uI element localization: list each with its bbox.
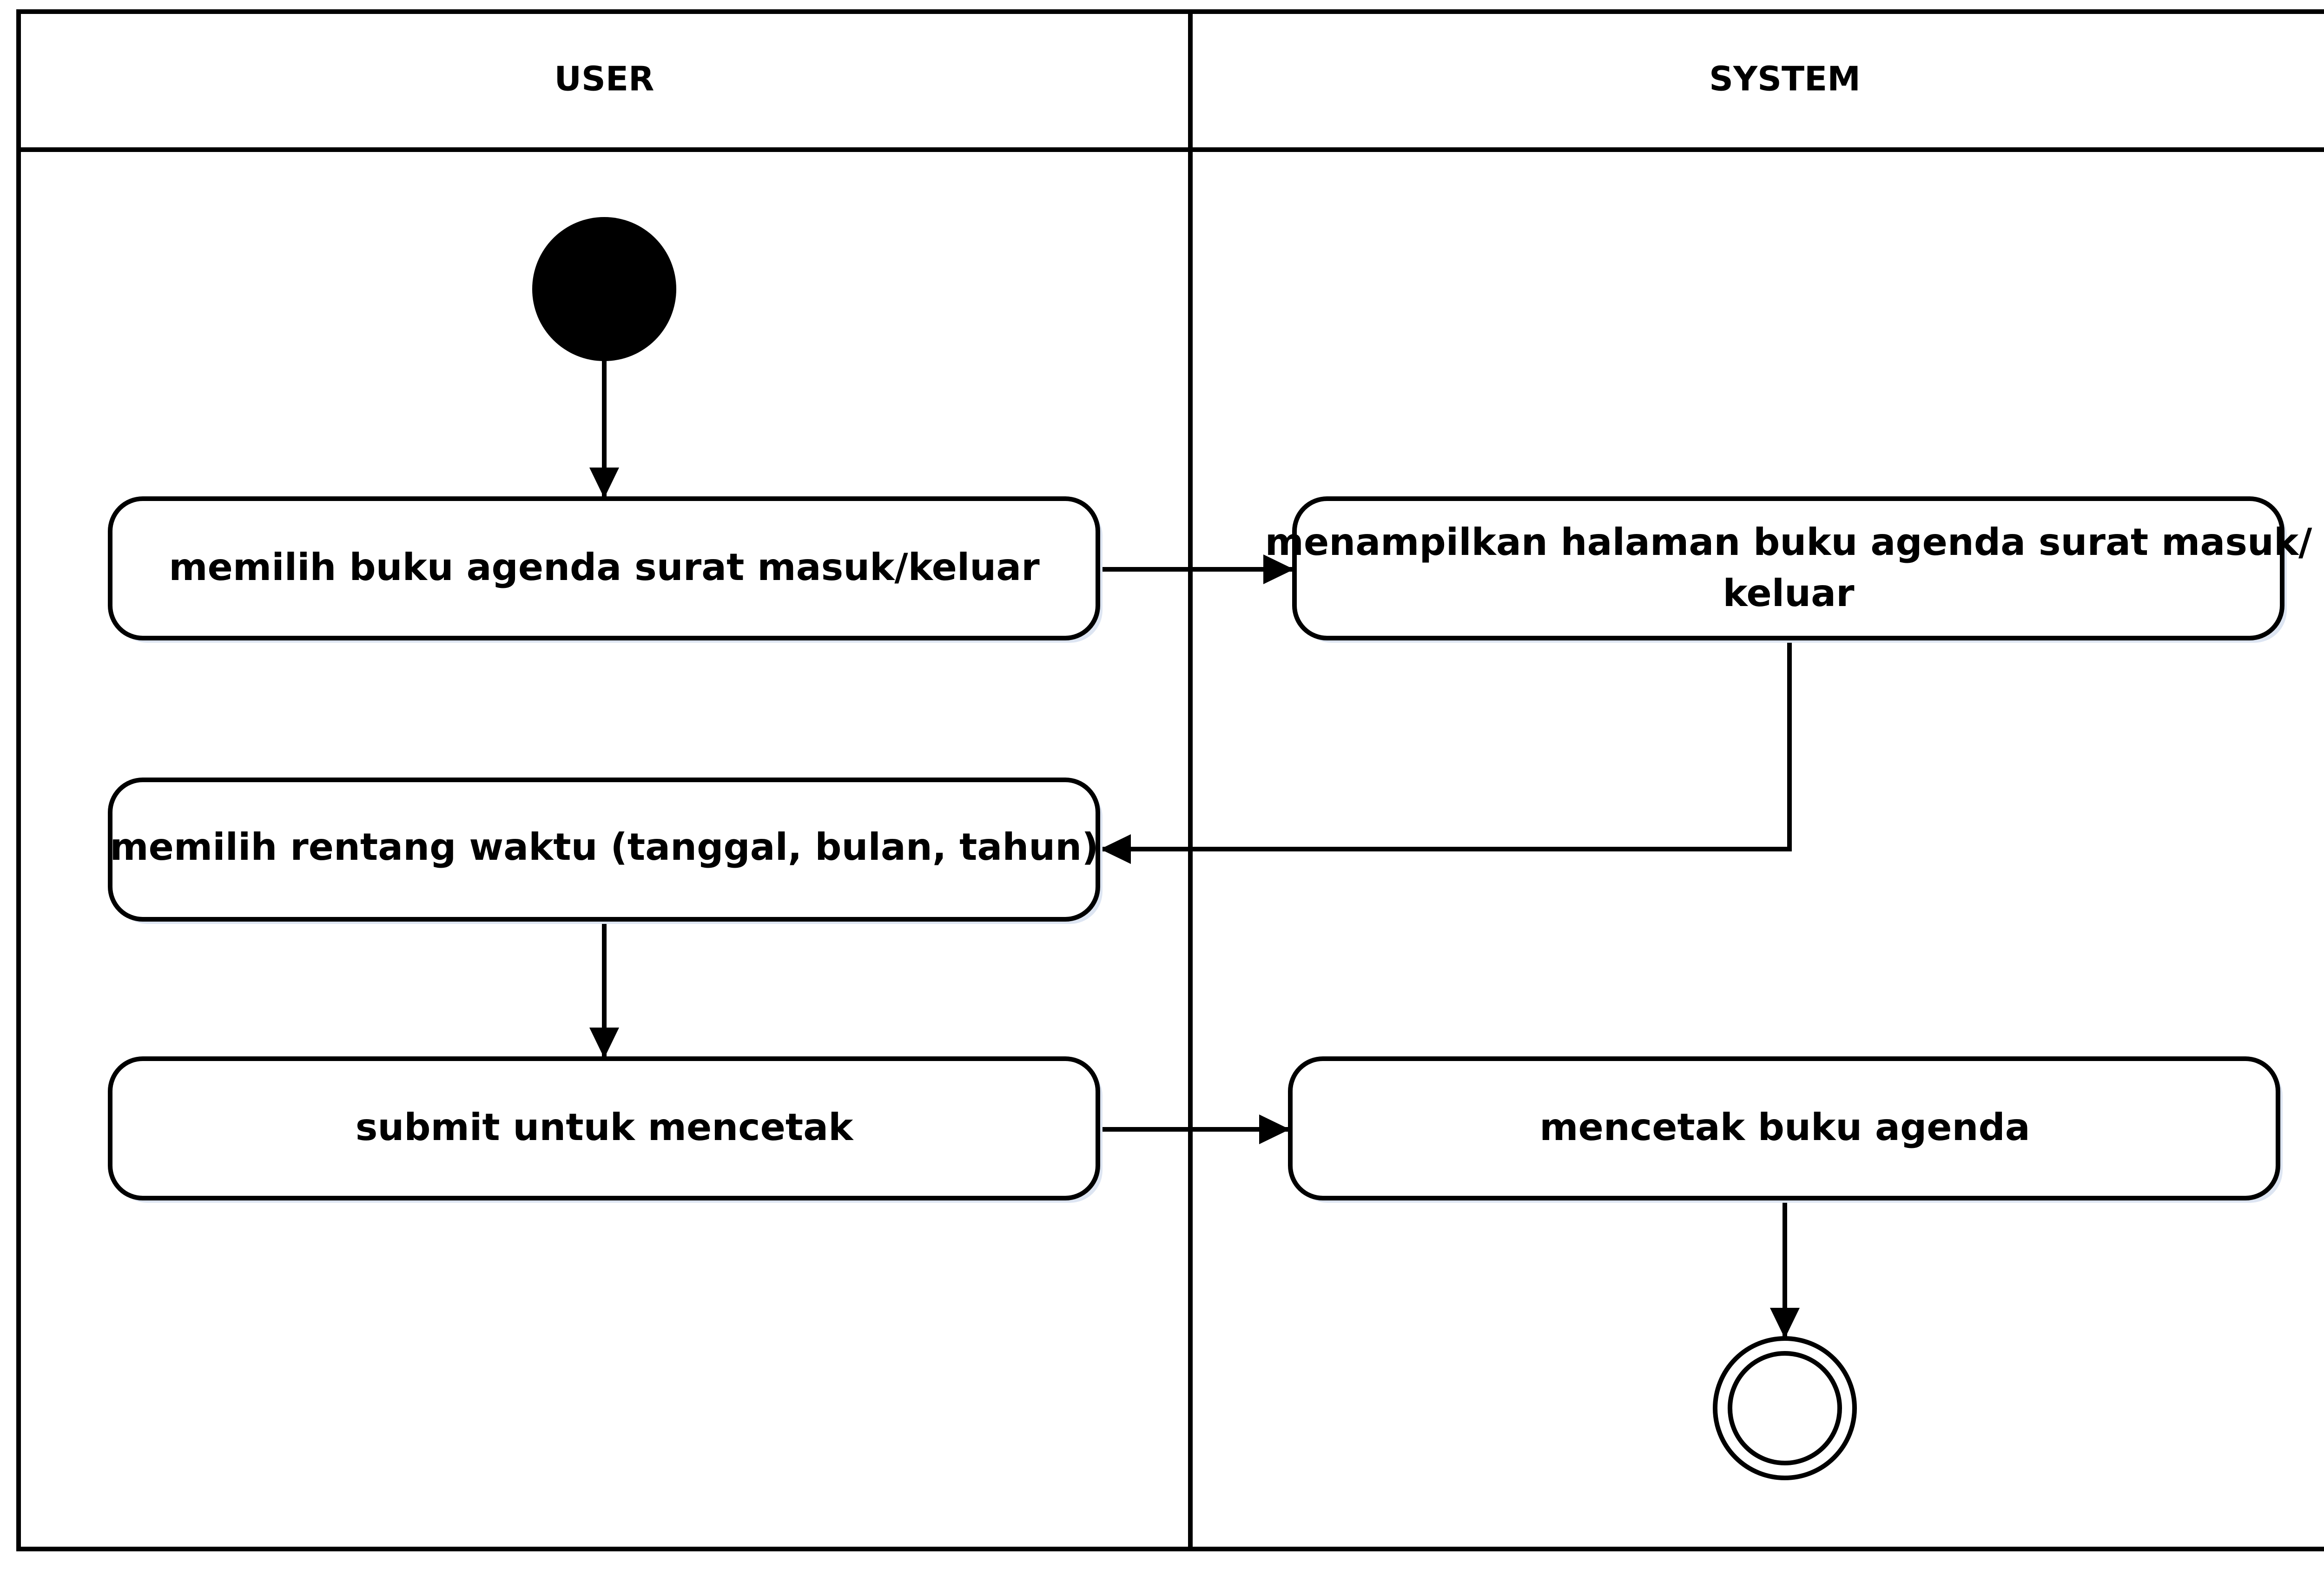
initial-node (532, 217, 676, 361)
lane-title-system: SYSTEM (1709, 59, 1861, 99)
action-label-line-1: menampilkan halaman buku agenda surat ma… (1265, 521, 2313, 564)
lane-title-user: USER (555, 59, 654, 99)
action-submit-untuk-mencetak: submit untuk mencetak (108, 1056, 1103, 1203)
final-node (1713, 1336, 1857, 1480)
action-memilih-rentang-waktu: memilih rentang waktu (tanggal, bulan, t… (108, 778, 1103, 924)
flow-connectors (589, 358, 1800, 1338)
action-box (108, 778, 1100, 922)
action-box (1292, 496, 2284, 640)
action-label: mencetak buku agenda (1539, 1106, 2030, 1149)
action-label: submit untuk mencetak (356, 1106, 854, 1149)
action-box (108, 1056, 1100, 1200)
action-label: memilih rentang waktu (tanggal, bulan, t… (110, 825, 1099, 869)
flow-a2-to-a3 (1100, 640, 1792, 864)
action-memilih-buku-agenda: memilih buku agenda surat masuk/keluar (108, 496, 1103, 643)
action-label-line-2: keluar (1723, 572, 1855, 615)
action-box (1288, 1056, 2280, 1200)
action-box (108, 496, 1100, 640)
action-label: memilih buku agenda surat masuk/keluar (169, 546, 1040, 589)
action-menampilkan-halaman: menampilkan halaman buku agenda surat ma… (1265, 496, 2313, 643)
action-mencetak-buku-agenda: mencetak buku agenda (1288, 1056, 2283, 1203)
